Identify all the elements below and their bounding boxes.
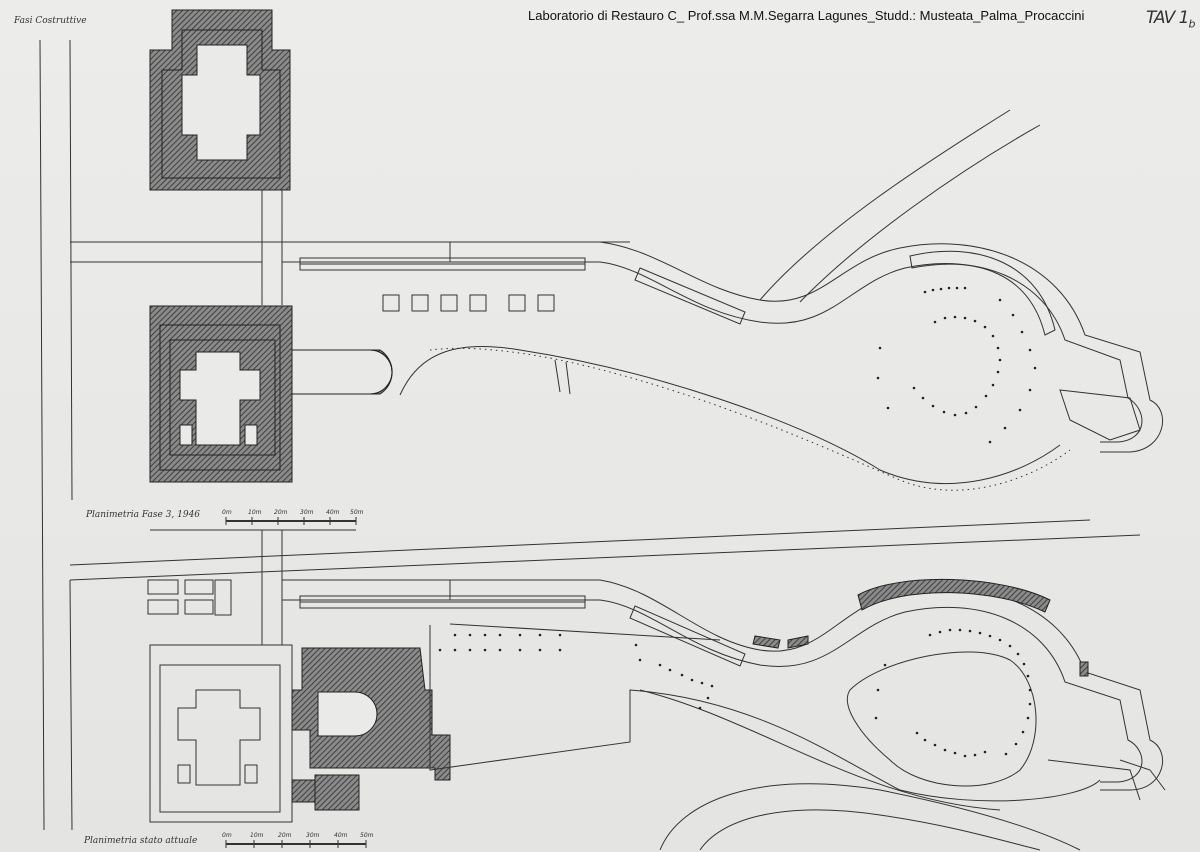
- scale-label: 50m: [360, 832, 374, 839]
- plan-title-phase3: Planimetria Fase 3, 1946: [86, 510, 201, 520]
- scale-label: 20m: [274, 509, 288, 516]
- lower-avenue: [282, 578, 1166, 851]
- upper-scale-bar: [150, 517, 357, 531]
- upper-pillar-grid: [382, 294, 555, 312]
- scale-label: 50m: [350, 509, 364, 516]
- upper-main-building: [149, 305, 293, 483]
- sheet-code: TAV 1b: [1146, 8, 1195, 31]
- scale-label: 0m: [222, 509, 232, 516]
- lower-tree-dots: [438, 628, 1032, 758]
- scale-label: 20m: [278, 832, 292, 839]
- sheet-title: Fasi Costruttive: [14, 16, 87, 26]
- scale-label: 40m: [334, 832, 348, 839]
- scale-label: 0m: [222, 832, 232, 839]
- lower-scale-bar: [225, 840, 367, 848]
- upper-plan: [70, 9, 1164, 491]
- upper-tree-dots: [876, 286, 1037, 444]
- plan-title-current: Planimetria stato attuale: [84, 836, 198, 846]
- scale-label: 30m: [300, 509, 314, 516]
- header-credits: Laboratorio di Restauro C_ Prof.ssa M.M.…: [528, 8, 1085, 23]
- upper-avenue: [282, 109, 1164, 491]
- lower-plan: [69, 519, 1166, 851]
- scale-label: 10m: [248, 509, 262, 516]
- lower-main-building: [149, 644, 293, 823]
- scale-label: 30m: [306, 832, 320, 839]
- upper-top-building: [149, 9, 291, 191]
- lower-hatched-building: [291, 647, 451, 811]
- sheet-code-main: TAV 1: [1146, 8, 1189, 28]
- sheet-code-suffix: b: [1188, 17, 1195, 31]
- scale-label: 40m: [326, 509, 340, 516]
- scale-label: 10m: [250, 832, 264, 839]
- left-road: [39, 39, 73, 831]
- lower-small-blocks: [147, 579, 232, 616]
